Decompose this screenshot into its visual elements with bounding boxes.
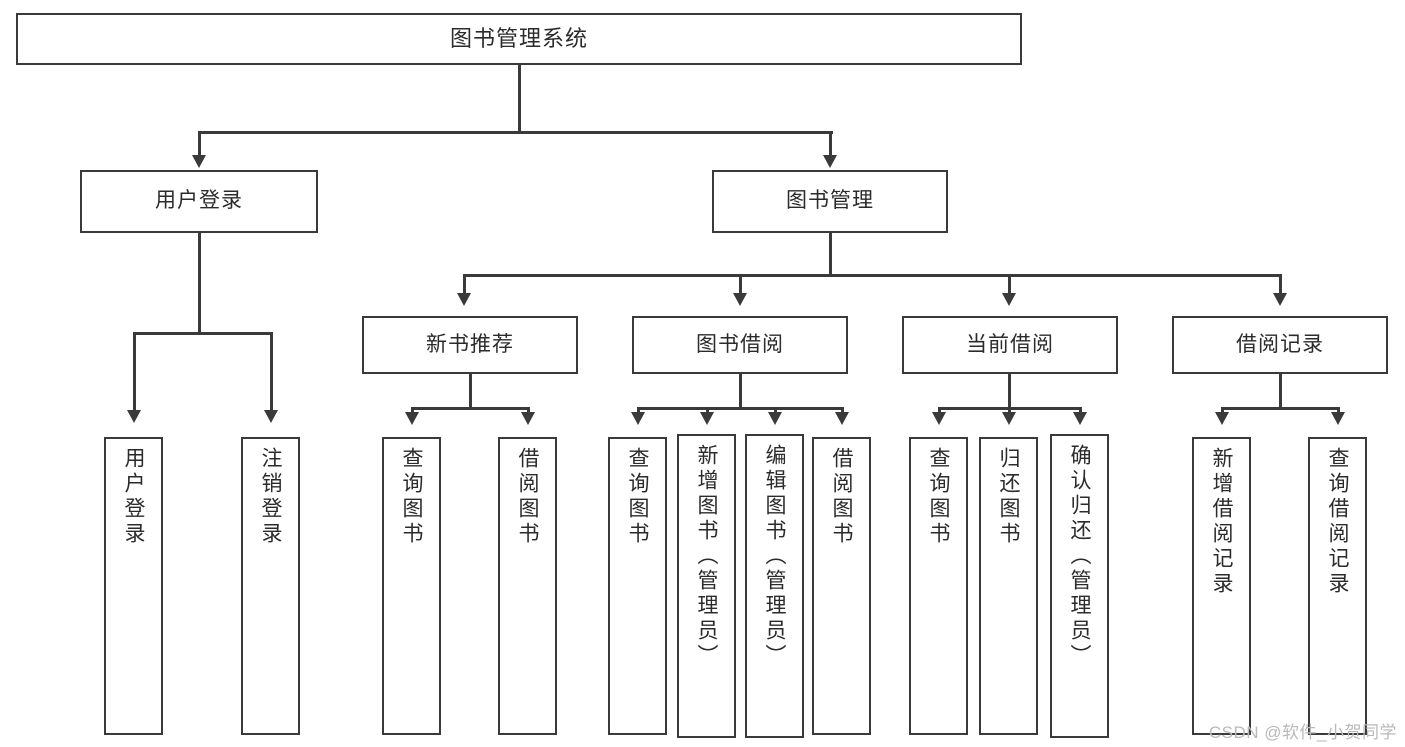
connector-book-management-stem [829, 233, 832, 276]
connector-user-login-bus [134, 332, 271, 335]
arrow-user-login-to-leaf-0 [127, 410, 141, 423]
connector-bb-to-leaf-3 [841, 407, 844, 415]
arrow-cb-to-leaf-0 [932, 412, 946, 425]
connector-root-to-book-management [829, 131, 832, 159]
arrow-cb-to-leaf-2 [1073, 412, 1087, 425]
connector-borrow-record-bus [1222, 407, 1339, 410]
leaf-br-search-record[interactable]: 查询借阅记录 [1308, 437, 1367, 735]
leaf-label: 确认归还（管理员） [1068, 444, 1091, 669]
connector-book-management-bus [464, 274, 1281, 277]
arrow-br-to-leaf-1 [1331, 412, 1345, 425]
connector-bm-to-book-borrow [739, 274, 742, 296]
leaf-nb-borrow-book[interactable]: 借阅图书 [498, 437, 557, 735]
leaf-label: 查询借阅记录 [1326, 447, 1349, 597]
node-label: 图书管理系统 [449, 26, 588, 52]
arrow-bb-to-leaf-1 [700, 412, 714, 425]
node-label: 当前借阅 [966, 332, 1054, 356]
leaf-label: 新增借阅记录 [1210, 447, 1233, 597]
connector-user-login-to-leaf-0 [133, 332, 136, 413]
connector-cb-to-leaf-0 [938, 407, 941, 415]
leaf-nb-search-book[interactable]: 查询图书 [382, 437, 441, 735]
connector-br-to-leaf-1 [1337, 407, 1340, 415]
node-borrow-record[interactable]: 借阅记录 [1172, 316, 1388, 374]
leaf-user-login[interactable]: 用户登录 [104, 437, 163, 735]
connector-bb-to-leaf-0 [637, 407, 640, 415]
connector-bm-to-borrow-record [1279, 274, 1282, 296]
leaf-label: 借阅图书 [516, 447, 539, 547]
leaf-label: 查询图书 [626, 447, 649, 547]
leaf-cb-search-book[interactable]: 查询图书 [909, 437, 968, 735]
arrow-br-to-leaf-0 [1215, 412, 1229, 425]
leaf-label: 用户登录 [122, 447, 145, 547]
arrow-bb-to-leaf-0 [631, 412, 645, 425]
leaf-br-add-record[interactable]: 新增借阅记录 [1192, 437, 1251, 735]
connector-book-borrow-stem [739, 374, 742, 409]
leaf-label: 查询图书 [927, 447, 950, 547]
connector-new-book-stem [469, 374, 472, 409]
connector-user-login-stem [198, 233, 201, 334]
leaf-label: 注销登录 [259, 447, 282, 547]
node-book-borrow[interactable]: 图书借阅 [632, 316, 848, 374]
node-new-book-recommend[interactable]: 新书推荐 [362, 316, 578, 374]
node-current-borrow[interactable]: 当前借阅 [902, 316, 1118, 374]
node-root-book-management-system[interactable]: 图书管理系统 [16, 13, 1022, 65]
arrow-root-to-book-management [823, 155, 837, 168]
connector-root-to-user-login [198, 131, 201, 159]
leaf-label: 编辑图书（管理员） [763, 444, 786, 669]
connector-cb-to-leaf-2 [1079, 407, 1082, 415]
arrow-bm-to-book-borrow [733, 293, 747, 306]
connector-bb-to-leaf-1 [706, 407, 709, 415]
leaf-label: 借阅图书 [830, 447, 853, 547]
node-user-login[interactable]: 用户登录 [80, 170, 318, 233]
node-label: 图书借阅 [696, 332, 784, 356]
connector-bm-to-new-book [463, 274, 466, 296]
connector-bm-to-current-borrow [1008, 274, 1011, 296]
connector-bb-to-leaf-2 [774, 407, 777, 415]
connector-borrow-record-stem [1279, 374, 1282, 409]
connector-new-book-bus [412, 407, 529, 410]
arrow-nb-to-leaf-0 [405, 412, 419, 425]
leaf-label: 新增图书（管理员） [695, 444, 718, 669]
arrow-nb-to-leaf-1 [521, 412, 535, 425]
node-label: 新书推荐 [426, 332, 514, 356]
connector-user-login-to-leaf-1 [270, 332, 273, 413]
arrow-bm-to-new-book [457, 293, 471, 306]
arrow-bb-to-leaf-2 [768, 412, 782, 425]
leaf-cb-return-book[interactable]: 归还图书 [979, 437, 1038, 735]
arrow-bm-to-current-borrow [1002, 293, 1016, 306]
node-book-management[interactable]: 图书管理 [712, 170, 948, 233]
connector-nb-to-leaf-1 [527, 407, 530, 415]
arrow-bm-to-borrow-record [1273, 293, 1287, 306]
leaf-label: 归还图书 [997, 447, 1020, 547]
leaf-bb-search-book[interactable]: 查询图书 [608, 437, 667, 735]
leaf-bb-edit-book-admin[interactable]: 编辑图书（管理员） [745, 434, 804, 738]
connector-root-bus [199, 131, 833, 134]
connector-current-borrow-stem [1008, 374, 1011, 409]
leaf-bb-borrow-book[interactable]: 借阅图书 [812, 437, 871, 735]
arrow-root-to-user-login [192, 155, 206, 168]
connector-nb-to-leaf-0 [411, 407, 414, 415]
connector-br-to-leaf-0 [1221, 407, 1224, 415]
leaf-cb-confirm-return-admin[interactable]: 确认归还（管理员） [1050, 434, 1109, 738]
leaf-bb-add-book-admin[interactable]: 新增图书（管理员） [677, 434, 736, 738]
arrow-bb-to-leaf-3 [835, 412, 849, 425]
arrow-user-login-to-leaf-1 [264, 410, 278, 423]
arrow-cb-to-leaf-1 [1002, 412, 1016, 425]
leaf-label: 查询图书 [400, 447, 423, 547]
connector-cb-to-leaf-1 [1008, 407, 1011, 415]
connector-root-stem [518, 65, 521, 133]
leaf-logout[interactable]: 注销登录 [241, 437, 300, 735]
node-label: 借阅记录 [1236, 332, 1324, 356]
node-label: 用户登录 [155, 189, 243, 213]
node-label: 图书管理 [786, 189, 874, 213]
connector-book-borrow-bus [638, 407, 843, 410]
